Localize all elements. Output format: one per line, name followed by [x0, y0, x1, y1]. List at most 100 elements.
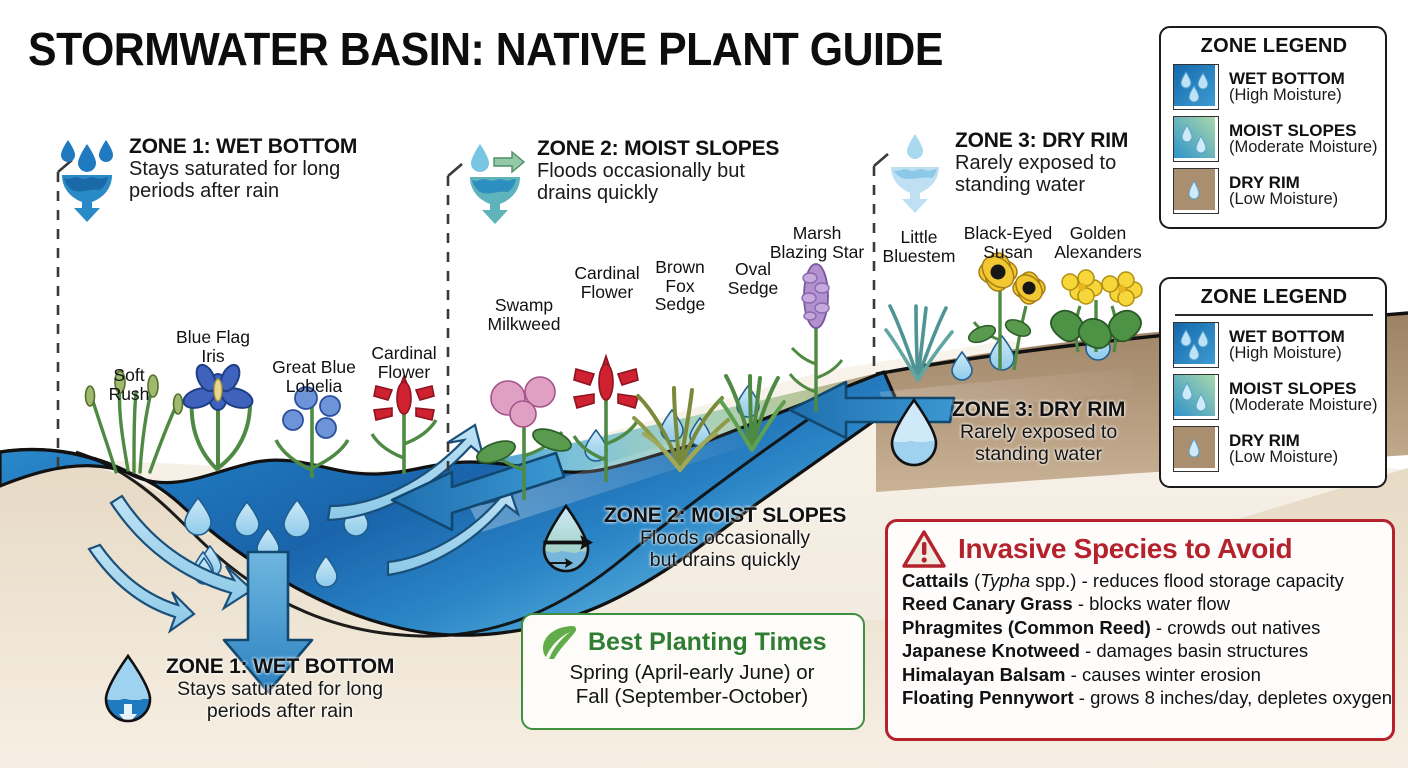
legend-name: WET BOTTOM	[1229, 326, 1345, 346]
zone-header-line2: standing water	[955, 174, 1086, 197]
zone-callout-1: ZONE 1: WET BOTTOM Stays saturated for l…	[100, 652, 394, 726]
zone-header-title: ZONE 1: WET BOTTOM	[129, 135, 358, 158]
zone-header-line1: Rarely exposed to	[955, 152, 1117, 175]
zone-header-line2: drains quickly	[537, 182, 659, 205]
invasive-species-row: Himalayan Balsam - causes winter erosion	[902, 663, 1378, 686]
invasive-species-name: Reed Canary Grass	[902, 593, 1073, 615]
infiltration-arrow-icon	[222, 550, 314, 694]
legend-divider	[1175, 314, 1373, 316]
plant-label-cardinal-flower-z1: Cardinal Flower	[371, 343, 437, 382]
zone-divider-lines	[56, 166, 876, 474]
zone-callout-3: ZONE 3: DRY RIM Rarely exposed to standi…	[886, 396, 1125, 468]
zone-header-title: ZONE 2: MOIST SLOPES	[537, 137, 780, 160]
three-drops-funnel-icon	[61, 140, 113, 222]
legend-name: MOIST SLOPES	[1229, 120, 1357, 140]
invasive-species-name: Himalayan Balsam	[902, 663, 1066, 685]
invasive-species-genus: Typha	[980, 570, 1031, 591]
plant-label-swamp-milkweed: Swamp Milkweed	[487, 295, 561, 334]
legend-name: DRY RIM	[1229, 430, 1300, 450]
leaf-icon	[543, 626, 577, 659]
zone-callout-line2: periods after rain	[206, 700, 354, 722]
invasive-species-name: Phragmites (Common Reed)	[902, 616, 1151, 638]
invasive-species-desc: - grows 8 inches/day, depletes oxygen	[1073, 687, 1393, 709]
legend-name: MOIST SLOPES	[1229, 378, 1357, 398]
warning-triangle-icon	[902, 530, 946, 568]
zone-header-2: ZONE 2: MOIST SLOPES Floods occasionally…	[462, 137, 780, 224]
zone-header-1: ZONE 1: WET BOTTOM Stays saturated for l…	[54, 135, 358, 222]
invasive-species-row: Reed Canary Grass - blocks water flow	[902, 592, 1378, 615]
invasive-species-box: Invasive Species to Avoid Cattails (Typh…	[885, 519, 1395, 741]
invasive-species-row: Floating Pennywort - grows 8 inches/day,…	[902, 686, 1392, 709]
zone-callout-title: ZONE 3: DRY RIM	[952, 398, 1126, 422]
best-planting-times-box: Best Planting Times Spring (April-early …	[521, 613, 865, 730]
legend-note: (High Moisture)	[1229, 344, 1342, 363]
legend-note: (Low Moisture)	[1229, 448, 1339, 467]
zone-legend-top: ZONE LEGEND WET BOTTOM (High Moisture)	[1159, 26, 1387, 229]
legend-title: ZONE LEGEND	[1200, 35, 1348, 57]
plant-blue-flag-iris	[182, 363, 254, 472]
zone-callout-title: ZONE 2: MOIST SLOPES	[604, 504, 847, 528]
wet-bottom-swatch	[1173, 322, 1219, 368]
zone-callout-line2: standing water	[975, 443, 1102, 465]
zone-header-title: ZONE 3: DRY RIM	[955, 129, 1129, 152]
legend-row-wet-bottom: WET BOTTOM (High Moisture)	[1173, 64, 1375, 110]
invasive-species-row: Cattails (Typha spp.) - reduces flood st…	[902, 570, 1344, 591]
zone-header-line1: Stays saturated for long	[129, 158, 341, 181]
legend-name: WET BOTTOM	[1229, 68, 1345, 88]
zone-callout-2: ZONE 2: MOIST SLOPES Floods occasionally…	[538, 502, 846, 574]
zone-callout-line2: but drains quickly	[649, 549, 801, 571]
invasive-species-desc: - reduces flood storage capacity	[1076, 570, 1344, 591]
plant-brown-fox-sedge	[632, 386, 730, 472]
legend-row-dry-rim: DRY RIM (Low Moisture)	[1173, 426, 1375, 472]
invasive-species-name: Floating Pennywort	[902, 687, 1074, 709]
moist-slopes-swatch	[1173, 116, 1219, 162]
invasive-species-desc: - damages basin structures	[1079, 640, 1309, 662]
plant-golden-alexanders	[1050, 269, 1143, 353]
legend-row-moist-slopes: MOIST SLOPES (Moderate Moisture)	[1173, 116, 1378, 162]
plant-label-oval-sedge: Oval Sedge	[727, 259, 779, 298]
legend-note: (Moderate Moisture)	[1229, 396, 1378, 415]
wet-bottom-swatch	[1173, 64, 1219, 110]
plant-cardinal-flower-z1	[370, 373, 438, 474]
plant-label-cardinal-flower-z2: Cardinal Flower	[574, 263, 640, 302]
zone-header-line1: Floods occasionally but	[537, 160, 745, 183]
zone-callout-line1: Stays saturated for long	[177, 678, 384, 701]
plant-swamp-milkweed	[476, 376, 572, 500]
droplet-down-arrow-icon	[104, 653, 152, 723]
plant-label-golden-alexanders: Golden Alexanders	[1054, 223, 1142, 262]
zone-divider-elbows	[57, 153, 889, 177]
legend-row-dry-rim: DRY RIM (Low Moisture)	[1173, 168, 1375, 214]
planting-line1: Spring (April-early June) or	[569, 661, 815, 684]
plant-label-marsh-blazing-star: Marsh Blazing Star	[769, 223, 865, 262]
invasive-species-name: Cattails	[902, 570, 969, 591]
plant-great-blue-lobelia	[274, 386, 350, 478]
invasive-species-desc: - causes winter erosion	[1065, 663, 1261, 685]
page-title: STORMWATER BASIN: NATIVE PLANT GUIDE	[28, 23, 943, 75]
plant-label-brown-fox-sedge: Brown Fox Sedge	[654, 257, 706, 315]
zone-callout-line1: Floods occasionally	[640, 527, 811, 550]
legend-note: (High Moisture)	[1229, 86, 1342, 105]
moist-slopes-swatch	[1173, 374, 1219, 420]
plant-marsh-blazing-star	[788, 263, 844, 412]
invasive-species-row: Japanese Knotweed - damages basin struct…	[902, 639, 1378, 662]
plant-label-little-bluestem: Little Bluestem	[882, 227, 956, 266]
legend-row-moist-slopes: MOIST SLOPES (Moderate Moisture)	[1173, 374, 1378, 420]
plant-label-blue-flag-iris: Blue Flag Iris	[176, 327, 250, 366]
plant-black-eyed-susan	[967, 252, 1046, 371]
legend-note: (Low Moisture)	[1229, 190, 1339, 209]
legend-row-wet-bottom: WET BOTTOM (High Moisture)	[1173, 322, 1375, 368]
planting-title: Best Planting Times	[588, 627, 827, 656]
zone-legend-middle: ZONE LEGEND WET BOTTOM (High Moisture)	[1159, 277, 1387, 488]
droplet-right-arrow-icon	[542, 503, 594, 573]
runoff-arrow-upper	[788, 380, 956, 440]
legend-name: DRY RIM	[1229, 172, 1300, 192]
invasive-species-list: Cattails (Typha spp.) - reduces flood st…	[902, 569, 1392, 710]
invasive-species-desc: - crowds out natives	[1150, 616, 1321, 638]
legend-title: ZONE LEGEND	[1200, 286, 1348, 308]
planting-line2: Fall (September-October)	[575, 684, 809, 708]
single-drop-funnel-icon	[891, 134, 939, 213]
plant-oval-sedge	[718, 374, 786, 452]
invasive-species-desc: - blocks water flow	[1072, 593, 1230, 615]
drop-arrow-funnel-icon	[470, 144, 526, 224]
